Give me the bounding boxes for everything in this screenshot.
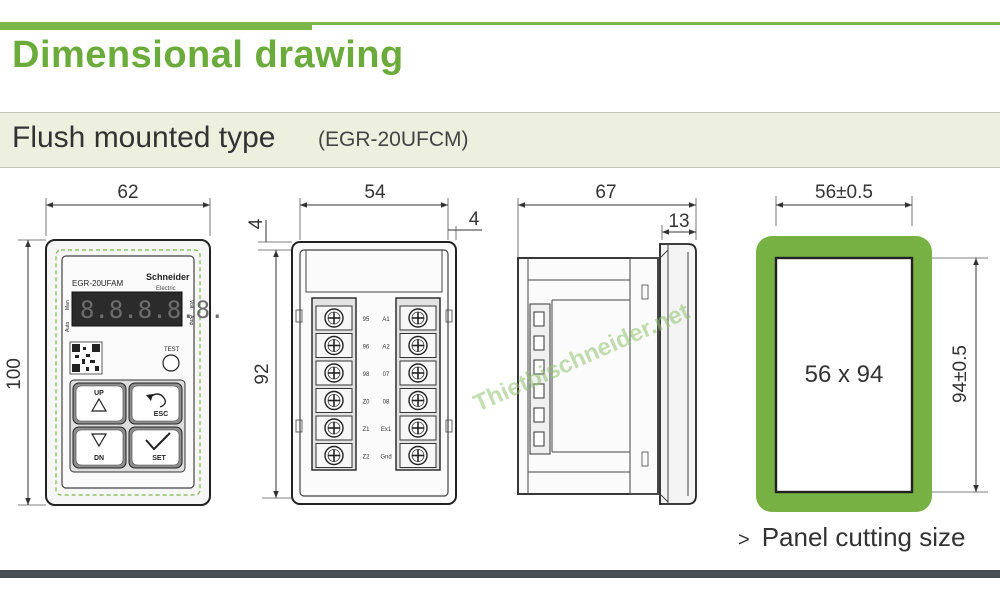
chevron-right-icon: >: [738, 529, 750, 551]
terminal-screw: [315, 415, 353, 441]
terminal-label-left: Z0: [362, 400, 370, 406]
side-terminal-slot: [533, 359, 545, 375]
terminal-screw: [399, 443, 437, 468]
rear-height-label: 92: [252, 363, 273, 384]
terminal-label-right: 08: [383, 400, 390, 406]
front-view: 62 100 EGR-20UFAM Schneider Electric 8.8…: [4, 182, 225, 506]
up-button[interactable]: UP: [72, 382, 127, 425]
terminal-screw: [315, 443, 353, 468]
side-depth-label: 67: [595, 182, 616, 203]
brand-name: Schneider: [146, 272, 190, 282]
down-button[interactable]: DN: [72, 426, 127, 469]
section-title: Flush mounted type: [12, 121, 276, 154]
panel-cutting-note-text: Panel cutting size: [761, 522, 966, 552]
indicator-amp: Amp: [188, 315, 194, 326]
terminal-label-right: Gnd: [380, 455, 391, 461]
indicator-auto: Auto: [65, 321, 71, 332]
esc-button-label: ESC: [154, 411, 168, 418]
side-terminal-slot: [533, 335, 545, 351]
rear-top-offset-label: 4: [246, 218, 267, 229]
side-terminal-slots: [529, 303, 551, 455]
side-bezel: [659, 243, 697, 505]
front-model-label: EGR-20UFAM: [72, 279, 123, 288]
front-gasket-line: [55, 249, 201, 496]
esc-button[interactable]: ESC: [128, 382, 183, 425]
terminal-screw: [315, 360, 353, 386]
section-band: [0, 112, 1000, 168]
triangle-down-icon: [90, 433, 108, 448]
terminal-screw: [399, 333, 437, 358]
terminal-label-right: Ex1: [381, 427, 392, 433]
indicator-man: Man: [65, 300, 71, 310]
checkmark-icon: [145, 432, 171, 451]
triangle-up-icon: [90, 397, 108, 412]
terminal-label-left: 95: [363, 317, 370, 323]
side-flange-label: 13: [668, 211, 689, 232]
terminal-screw: [399, 388, 437, 413]
section-model: (EGR-20UFCM): [318, 128, 469, 151]
up-button-label: UP: [94, 390, 104, 397]
header-rule: [0, 22, 1000, 25]
cutout-height-label: 94±0.5: [950, 345, 971, 403]
side-terminal-slot: [533, 311, 545, 327]
terminal-screw: [315, 305, 353, 331]
terminal-screws-right: [399, 305, 437, 468]
cutout-size-label: 56 x 94: [805, 361, 884, 388]
side-terminal-slot: [533, 407, 545, 423]
terminal-screws-left: [315, 305, 353, 468]
brand-sub: Electric: [156, 286, 176, 292]
panel-cutout-view: 56±0.5 94±0.5 56 x 94: [756, 182, 988, 512]
side-terminal-slot: [533, 383, 545, 399]
terminal-screw: [315, 388, 353, 413]
test-label: TEST: [164, 347, 180, 353]
cutout-width-label: 56±0.5: [815, 182, 873, 203]
indicator-volt: Volt: [188, 300, 194, 309]
front-height-label: 100: [4, 358, 25, 390]
terminal-label-left: 98: [363, 372, 370, 378]
down-button-label: DN: [94, 455, 104, 462]
return-arrow-icon: [148, 393, 167, 408]
side-terminal-slot: [533, 431, 545, 447]
terminal-label-left: 96: [363, 345, 370, 351]
terminal-screw: [399, 305, 437, 331]
terminal-screw: [399, 415, 437, 441]
rear-right-offset-label: 4: [469, 209, 480, 230]
terminal-label-right: A1: [382, 317, 390, 323]
rear-width-label: 54: [364, 182, 386, 203]
terminal-screw: [315, 333, 353, 358]
qr-code-icon: [69, 341, 103, 375]
footer-rule: [0, 570, 1000, 578]
terminal-label-left: Z2: [362, 455, 370, 461]
side-view: 67 13: [517, 182, 697, 505]
cutout-opening: [774, 256, 914, 494]
terminal-label-right: 07: [383, 372, 390, 378]
panel-cutting-note: > Panel cutting size: [738, 522, 965, 553]
terminal-label-left: Z1: [362, 427, 370, 433]
lcd-display: [71, 291, 183, 327]
front-width-label: 62: [117, 182, 138, 203]
set-button-label: SET: [152, 455, 166, 462]
terminal-screw: [399, 360, 437, 386]
test-button[interactable]: [162, 354, 180, 372]
header-rule-accent: [0, 22, 312, 30]
lcd-digits: 8.8.8.8.8.: [80, 296, 225, 324]
page-title: Dimensional drawing: [12, 34, 404, 76]
set-button[interactable]: SET: [128, 426, 183, 469]
terminal-label-right: A2: [382, 345, 390, 351]
